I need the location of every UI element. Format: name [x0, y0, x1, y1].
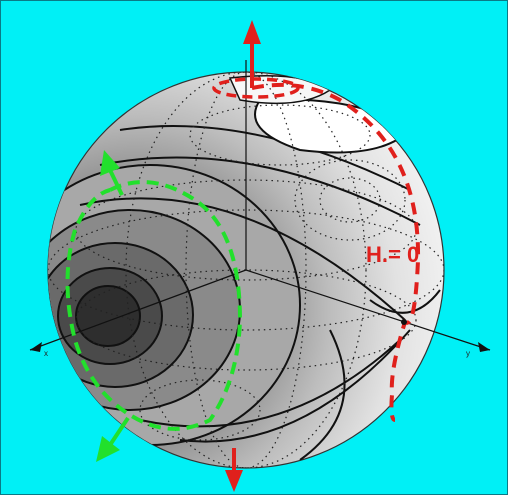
red-arrowhead-up — [243, 20, 261, 44]
contour-line — [139, 339, 401, 428]
green-dashed-curve — [65, 180, 243, 431]
contour-line — [299, 329, 346, 461]
green-arrow-down — [106, 416, 130, 450]
red-dashed-curve — [251, 82, 421, 422]
contour-line — [79, 197, 406, 321]
red-arrowhead-down — [225, 470, 243, 492]
y-axis-label: y — [466, 349, 470, 358]
green-arrowhead-up — [100, 150, 120, 176]
green-arrowhead-down — [96, 436, 120, 462]
red-top-ellipse — [212, 77, 300, 99]
contour-line — [99, 156, 421, 226]
contour-line — [179, 329, 411, 443]
contour-line — [369, 289, 441, 314]
contour-line — [119, 125, 411, 191]
saddle-point — [401, 319, 407, 325]
h-zero-label: H.= 0 — [366, 242, 419, 267]
x-axis-arrowhead — [30, 342, 42, 352]
y-axis-arrowhead — [478, 342, 490, 352]
x-axis-label: x — [44, 349, 48, 358]
green-arrow-up — [108, 169, 124, 196]
contour-core — [75, 285, 141, 347]
